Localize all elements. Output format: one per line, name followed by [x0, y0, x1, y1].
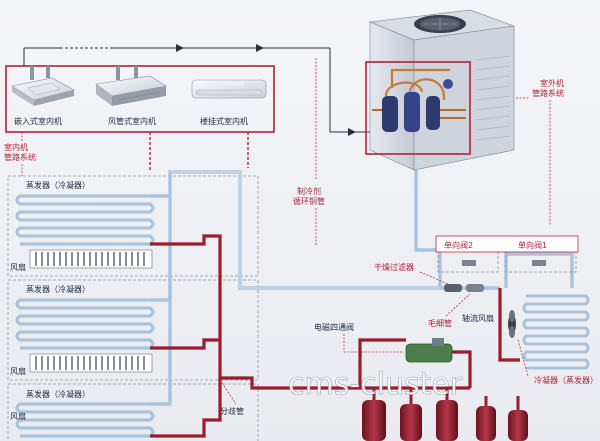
four-way-valve-component [405, 343, 453, 363]
check-valve-2-label: 单向阀2 [444, 240, 473, 250]
refrigerant-label-1: 制冷剂 [297, 186, 321, 196]
four-way-valve-group: 电磁四通阀 [314, 288, 528, 441]
outdoor-system-annotation: 室外机 管路系统 [516, 78, 564, 226]
outdoor-system-label-1: 室外机 [540, 78, 564, 88]
outdoor-unit-image [365, 9, 515, 171]
indoor-system-annotation: 室内机 管路系统 [4, 132, 36, 176]
fan-label-2: 风扇 [10, 366, 26, 376]
outdoor-piping-frame [365, 61, 471, 155]
capillary-component [466, 284, 484, 292]
four-way-valve-label: 电磁四通阀 [314, 322, 354, 332]
fan-label-3: 风扇 [10, 411, 26, 421]
wall-unit-label: 楼挂式室内机 [200, 116, 248, 126]
evaporator-panels: 蒸发器（冷凝器） 风扇 蒸发器（冷凝器） 风扇 蒸发器（冷凝器） 风扇 [7, 175, 259, 441]
capillary-label: 毛细管 [428, 318, 452, 328]
fan-grille-2 [29, 353, 153, 373]
dry-filter-group: 干燥过滤器 毛细管 [374, 262, 484, 328]
fan-grille-1 [29, 249, 153, 269]
refrigerant-pipe-annotation: 制冷剂 循环铜管 [293, 58, 325, 246]
branch-pipe-annotation: 分歧管 [219, 379, 244, 416]
gas-pipe-network [150, 234, 470, 438]
evaporator-label-2: 蒸发器（冷凝器） [26, 284, 90, 294]
duct-unit-image [95, 66, 167, 106]
check-valve-label-box [435, 235, 579, 253]
indoor-units-frame [5, 65, 275, 133]
evaporator-label-3: 蒸发器（冷凝器） [26, 389, 90, 399]
valve-red-pipes [358, 288, 520, 388]
evaporator-label-1: 蒸发器（冷凝器） [26, 180, 90, 190]
flow-arrow-icon [256, 44, 264, 52]
indoor-system-label-2: 管路系统 [4, 152, 36, 162]
indoor-top-pipe [23, 44, 370, 136]
check-valves-group: 单向阀2 单向阀1 [435, 235, 579, 273]
refrigerant-label-2: 循环铜管 [293, 196, 325, 206]
watermark-text: cms-cluster [288, 367, 463, 402]
condenser-group: 轴流风扇 冷凝器（蒸发器） [462, 294, 598, 385]
duct-unit-label: 风管式室内机 [108, 116, 156, 126]
outdoor-system-label-2: 管路系统 [532, 88, 564, 98]
axial-fan-icon [508, 310, 516, 338]
evaporator-coil-3 [15, 402, 155, 438]
evaporator-panel-1 [7, 175, 259, 277]
indoor-system-label-1: 室内机 [4, 142, 28, 152]
cassette-unit-label: 嵌入式室内机 [14, 116, 62, 126]
liquid-pipe-highlight [170, 171, 440, 289]
dry-filter-label: 干燥过滤器 [374, 262, 414, 272]
evaporator-coil-2 [15, 298, 155, 350]
dry-filter-component [444, 284, 462, 292]
evaporator-coil-1 [15, 194, 155, 246]
check-valve-1-label: 单向阀1 [518, 240, 547, 250]
condenser-label: 冷凝器（蒸发器） [534, 375, 598, 385]
indoor-units-group: 嵌入式室内机 风管式室内机 楼挂式室内机 [5, 65, 275, 133]
cassette-unit-image [11, 66, 75, 106]
axial-fan-label: 轴流风扇 [462, 313, 494, 323]
condenser-coil [522, 294, 590, 370]
wall-unit-image [191, 79, 267, 99]
compressor-tanks [362, 388, 528, 441]
flow-arrow-icon [176, 44, 184, 52]
flow-arrow-icon [348, 128, 356, 136]
evaporator-panel-2 [7, 279, 259, 381]
fan-label-1: 风扇 [10, 262, 26, 272]
branch-pipe-label: 分歧管 [220, 406, 244, 416]
evaporator-panel-3 [7, 383, 259, 441]
